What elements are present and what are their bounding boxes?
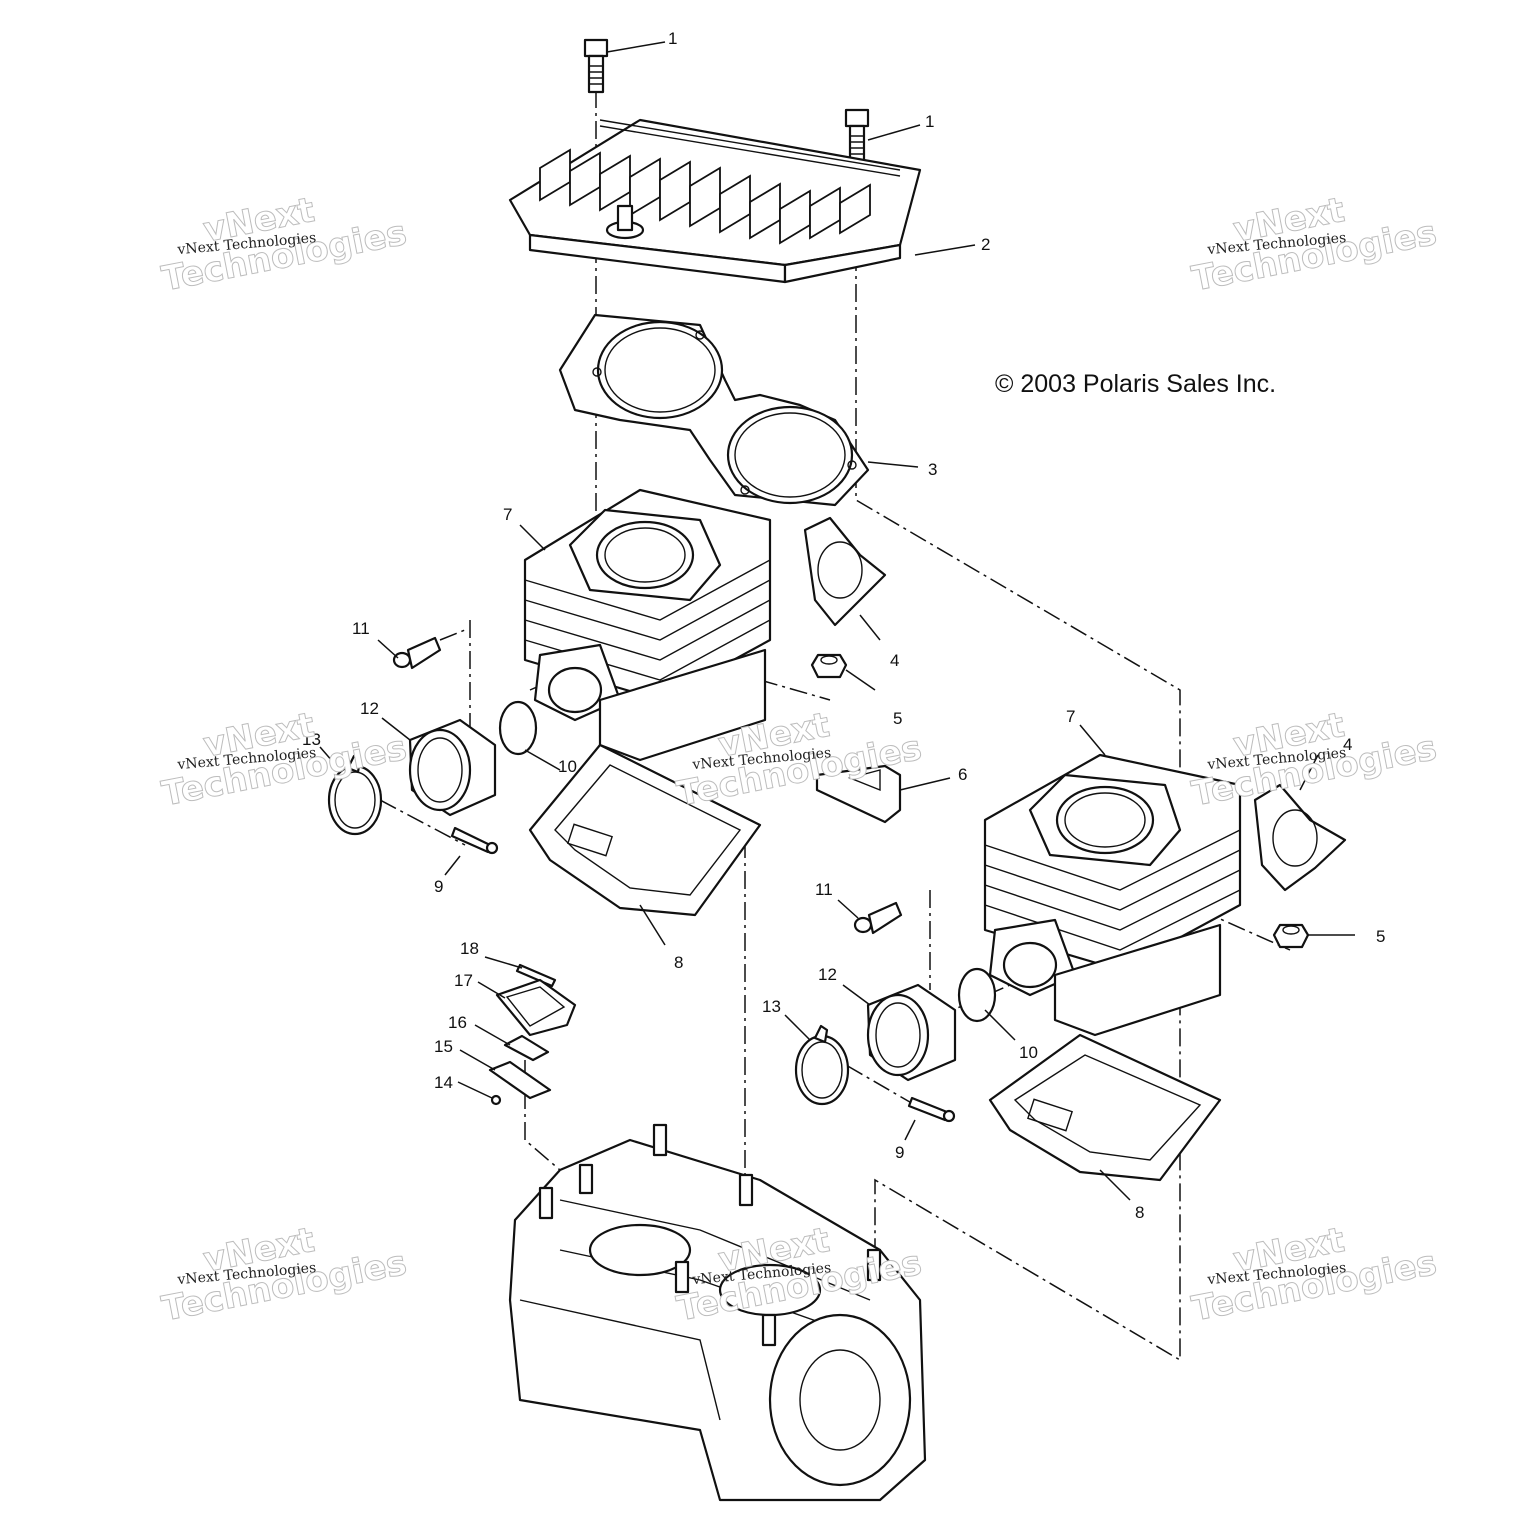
hose-clamp-left <box>327 754 383 836</box>
exhaust-gasket-right <box>1253 783 1347 892</box>
callout-7: 7 <box>503 505 512 524</box>
cylinder-base-gasket-left <box>528 743 762 917</box>
callout-6: 6 <box>958 765 967 784</box>
callout-15: 15 <box>434 1037 453 1056</box>
callout-4: 4 <box>1343 735 1352 754</box>
crankcase <box>508 1123 927 1502</box>
callout-8: 8 <box>1135 1203 1144 1222</box>
callout-16: 16 <box>448 1013 467 1032</box>
callout-12: 12 <box>818 965 837 984</box>
reed-valve-pin <box>515 963 557 988</box>
intake-adapter-left <box>408 718 497 817</box>
callout-11: 11 <box>352 619 370 638</box>
cylinder-head-bolt-left <box>583 38 609 94</box>
reed-stop <box>488 1060 552 1100</box>
callout-1: 1 <box>925 112 934 131</box>
callout-5: 5 <box>1376 927 1385 946</box>
cylinder-head <box>508 118 922 284</box>
wedge-block <box>815 764 902 824</box>
hose-clamp-right <box>794 1024 850 1106</box>
o-ring-right <box>957 967 997 1023</box>
intake-adapter-right <box>866 983 957 1082</box>
flange-bolt-right <box>853 901 903 935</box>
callout-3: 3 <box>928 460 937 479</box>
callout-10: 10 <box>1019 1043 1038 1062</box>
cylinder-right <box>983 753 1242 1037</box>
exhaust-nut-right <box>1272 923 1310 949</box>
reed-screw <box>490 1094 502 1106</box>
callout-11: 11 <box>815 880 833 899</box>
reed-cage <box>495 978 577 1037</box>
callout-4: 4 <box>890 651 899 670</box>
cylinder-left <box>523 488 772 762</box>
leader-lines <box>319 41 1355 1201</box>
flange-bolt-left <box>392 636 442 670</box>
callout-2: 2 <box>981 235 990 254</box>
cylinder-head-gasket <box>558 313 870 507</box>
copyright-notice: © 2003 Polaris Sales Inc. <box>995 370 1277 398</box>
callout-10: 10 <box>558 757 577 776</box>
exhaust-gasket-left <box>803 516 887 627</box>
o-ring-left <box>498 700 538 756</box>
cylinder-base-gasket-right <box>988 1033 1222 1182</box>
callout-9: 9 <box>434 877 443 896</box>
callout-18: 18 <box>460 939 479 958</box>
callout-12: 12 <box>360 699 379 718</box>
clamp-screw-right <box>907 1096 956 1123</box>
callout-5: 5 <box>893 709 902 728</box>
callout-14: 14 <box>434 1073 453 1092</box>
callout-7: 7 <box>1066 707 1075 726</box>
callout-8: 8 <box>674 953 683 972</box>
cylinder-head-bolt-right <box>844 108 870 164</box>
callout-13: 13 <box>762 997 781 1016</box>
exhaust-nut-left <box>810 653 848 679</box>
reed-petal <box>503 1034 550 1062</box>
callout-17: 17 <box>454 971 473 990</box>
clamp-screw-left <box>450 826 499 855</box>
callout-1: 1 <box>668 29 677 48</box>
callouts: 1 1 2 3 4 5 6 7 8 9 10 11 12 13 4 5 7 11… <box>302 29 1385 1222</box>
callout-9: 9 <box>895 1143 904 1162</box>
callout-13: 13 <box>302 730 321 749</box>
